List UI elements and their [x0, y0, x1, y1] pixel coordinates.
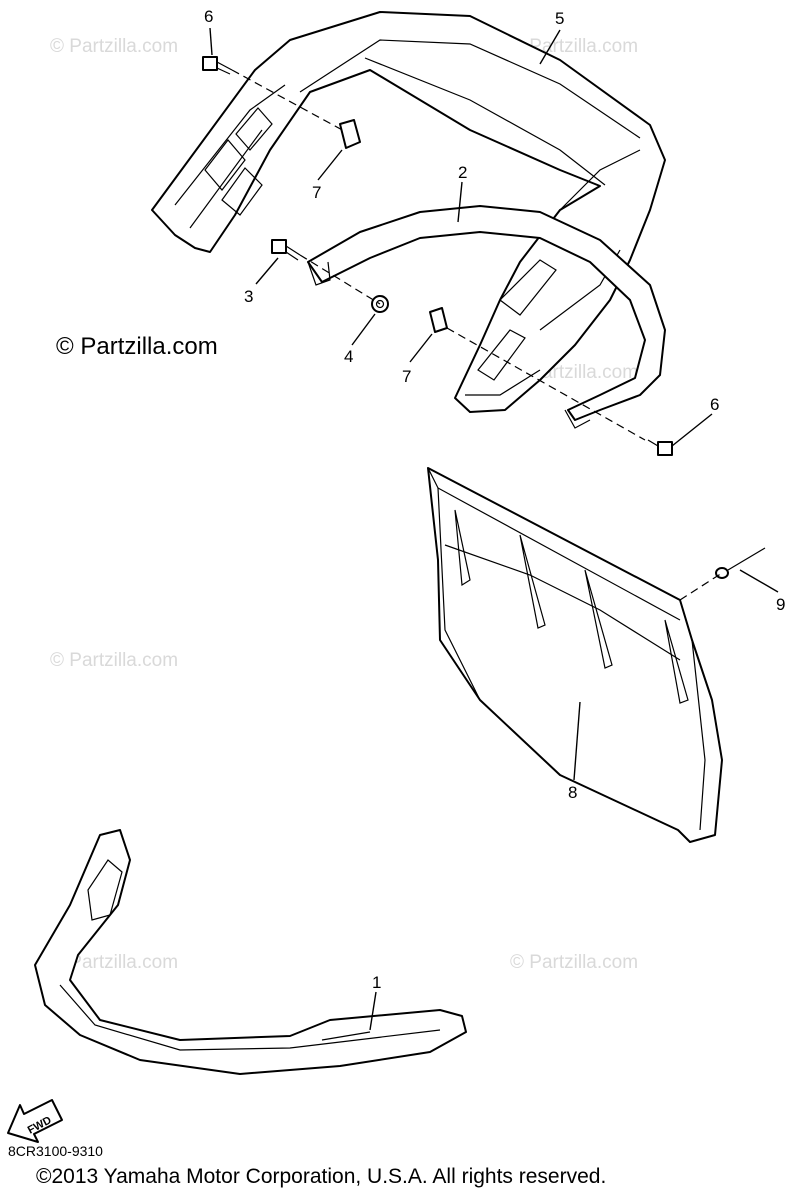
fastener-7-clip-top — [339, 119, 361, 149]
part-2-u-bracket — [307, 205, 666, 429]
part-8-mud-flap — [427, 467, 723, 843]
partzilla-watermark: © Partzilla.com — [56, 333, 218, 360]
fastener-3-bolt — [271, 239, 301, 261]
watermark-text: © Partzilla.com — [50, 650, 178, 671]
watermark-text: © Partzilla.com — [50, 952, 178, 973]
callout-4: 4 — [344, 347, 353, 366]
diagram-code: 8CR3100-9310 — [8, 1143, 103, 1159]
part-5-rear-frame — [151, 11, 666, 413]
callout-3: 3 — [244, 287, 253, 306]
fwd-arrow: FWD — [7, 1099, 63, 1143]
callout-6: 6 — [710, 395, 719, 414]
callout-1: 1 — [372, 973, 381, 992]
fastener-6-lower-bolt — [647, 439, 673, 456]
watermark-text: © Partzilla.com — [510, 952, 638, 973]
callout-9: 9 — [776, 595, 785, 614]
assembly-lines — [231, 69, 723, 601]
fastener-9-rivet — [715, 547, 766, 579]
callout-7: 7 — [402, 367, 411, 386]
fastener-6-top-bolt — [202, 56, 233, 75]
leader-lines — [209, 27, 779, 1031]
callout-7: 7 — [312, 183, 321, 202]
callout-5: 5 — [555, 9, 564, 28]
callout-8: 8 — [568, 783, 577, 802]
callout-2: 2 — [458, 163, 467, 182]
callout-labels: 6 5 2 7 3 4 7 6 9 8 1 — [204, 7, 785, 992]
fastener-7-clip-mid — [429, 307, 448, 333]
copyright-notice: ©2013 Yamaha Motor Corporation, U.S.A. A… — [36, 1165, 607, 1188]
part-1-front-bumper — [34, 829, 467, 1075]
callout-6: 6 — [204, 7, 213, 26]
watermark-layer: © Partzilla.com © Partzilla.com © Partzi… — [50, 36, 638, 973]
watermark-text: © Partzilla.com — [50, 36, 178, 57]
